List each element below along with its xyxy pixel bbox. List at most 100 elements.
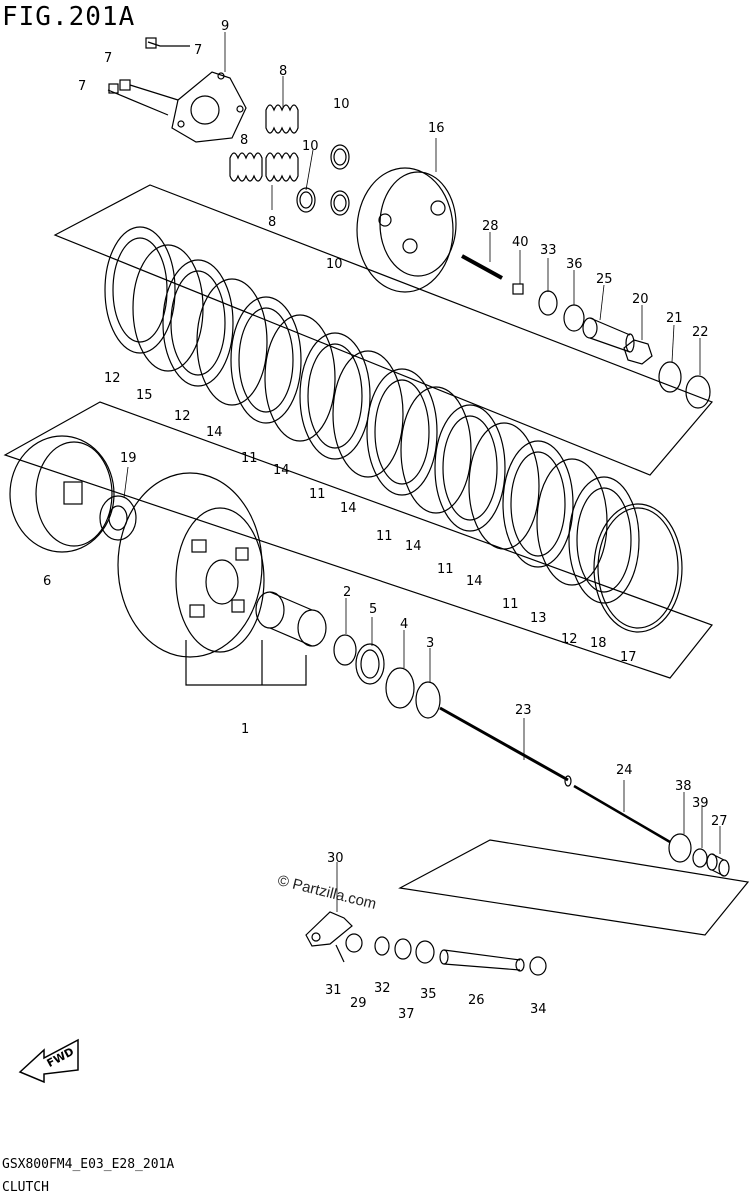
callout-23: 23 [515, 703, 532, 718]
callout-39: 39 [692, 796, 709, 811]
callout-11: 11 [241, 451, 258, 466]
callout-5: 5 [369, 602, 378, 617]
hub-assembly-outline [3, 401, 713, 679]
callout-28: 28 [482, 219, 499, 234]
pressure-plate-part-9 [171, 71, 247, 143]
washer-part-33 [538, 290, 558, 316]
callout-13: 13 [530, 611, 547, 626]
callout-40: 40 [512, 235, 529, 250]
clutch-housing-part-1 [117, 472, 265, 658]
callout-14: 14 [466, 574, 483, 589]
oil-seal-part-38 [668, 833, 692, 863]
callout-34: 34 [530, 1002, 547, 1017]
bolt-part-25 [582, 317, 635, 353]
callout-15: 15 [136, 388, 153, 403]
push-rod-part-23 [439, 706, 569, 782]
washer-part-37 [394, 938, 412, 960]
callout-35: 35 [420, 987, 437, 1002]
release-lever-outline [398, 839, 750, 936]
needle-bearing-part-5 [355, 643, 385, 685]
callout-8: 8 [279, 64, 288, 79]
bearing-part-36 [563, 304, 585, 332]
bolt-part-7 [107, 37, 190, 116]
footer-code: GSX800FM4_E03_E28_201A [2, 1157, 175, 1172]
callout-12: 12 [174, 409, 191, 424]
callout-4: 4 [400, 617, 409, 632]
push-rod-part-23-end [564, 775, 572, 787]
callout-18: 18 [590, 636, 607, 651]
callout-7: 7 [194, 43, 203, 58]
washer-part-19 [99, 495, 137, 541]
spring-part-8 [229, 104, 299, 182]
callout-11: 11 [376, 529, 393, 544]
bush-part-34 [529, 956, 547, 976]
callout-7: 7 [104, 51, 113, 66]
callout-14: 14 [405, 539, 422, 554]
release-shaft-part-26 [439, 949, 525, 972]
callout-10: 10 [302, 139, 319, 154]
spacer-bearing-part-2 [255, 591, 357, 666]
forward-arrow-icon [18, 1038, 79, 1084]
callout-8: 8 [268, 215, 277, 230]
washer-part-19-hole [108, 505, 128, 531]
spring-part-29 [345, 933, 363, 953]
callout-12: 12 [561, 632, 578, 647]
push-rod-part-24 [573, 784, 671, 844]
washer-part-22 [685, 375, 711, 409]
callout-36: 36 [566, 257, 583, 272]
callout-22: 22 [692, 325, 709, 340]
washer-part-10 [296, 144, 350, 216]
push-piece-part-28 [461, 254, 503, 280]
callout-19: 19 [120, 451, 137, 466]
callout-17: 17 [620, 650, 637, 665]
leader-group-part-1 [185, 640, 307, 686]
clutch-pressure-disc-part-16 [356, 167, 457, 293]
piece-part-27 [706, 853, 730, 877]
callout-11: 11 [502, 597, 519, 612]
callout-31: 31 [325, 983, 342, 998]
leader-lines [123, 32, 721, 912]
washer-part-32 [374, 936, 390, 956]
callout-12: 12 [104, 371, 121, 386]
callout-25: 25 [596, 272, 613, 287]
washer-part-4 [385, 667, 415, 709]
oil-seal-part-35 [415, 940, 435, 964]
callout-32: 32 [374, 981, 391, 996]
callout-16: 16 [428, 121, 445, 136]
callout-26: 26 [468, 993, 485, 1008]
nut-part-20 [623, 339, 653, 365]
callout-37: 37 [398, 1007, 415, 1022]
washer-part-3 [415, 681, 441, 719]
callout-8: 8 [240, 133, 249, 148]
washer-part-21 [658, 361, 682, 393]
callout-3: 3 [426, 636, 435, 651]
plate-pack-outline [53, 184, 714, 476]
callout-11: 11 [309, 487, 326, 502]
callout-38: 38 [675, 779, 692, 794]
release-arm-part-30 [305, 911, 353, 947]
callout-33: 33 [540, 243, 557, 258]
nut-part-40 [512, 283, 524, 295]
bolt-part-31 [335, 944, 345, 963]
callout-14: 14 [206, 425, 223, 440]
callout-6: 6 [43, 574, 52, 589]
callout-10: 10 [333, 97, 350, 112]
callout-14: 14 [273, 463, 290, 478]
callout-24: 24 [616, 763, 633, 778]
callout-29: 29 [350, 996, 367, 1011]
callout-30: 30 [327, 851, 344, 866]
callout-11: 11 [437, 562, 454, 577]
clutch-plates-stack [104, 226, 683, 633]
callout-7: 7 [78, 79, 87, 94]
clutch-sleeve-hub-part-6 [9, 435, 115, 553]
figure-title: FIG.201A [2, 2, 136, 32]
callout-21: 21 [666, 311, 683, 326]
callout-2: 2 [343, 585, 352, 600]
footer-section: CLUTCH [2, 1180, 49, 1195]
callout-9: 9 [221, 19, 230, 34]
callout-20: 20 [632, 292, 649, 307]
callout-27: 27 [711, 814, 728, 829]
callout-14: 14 [340, 501, 357, 516]
ring-part-39 [692, 848, 708, 868]
